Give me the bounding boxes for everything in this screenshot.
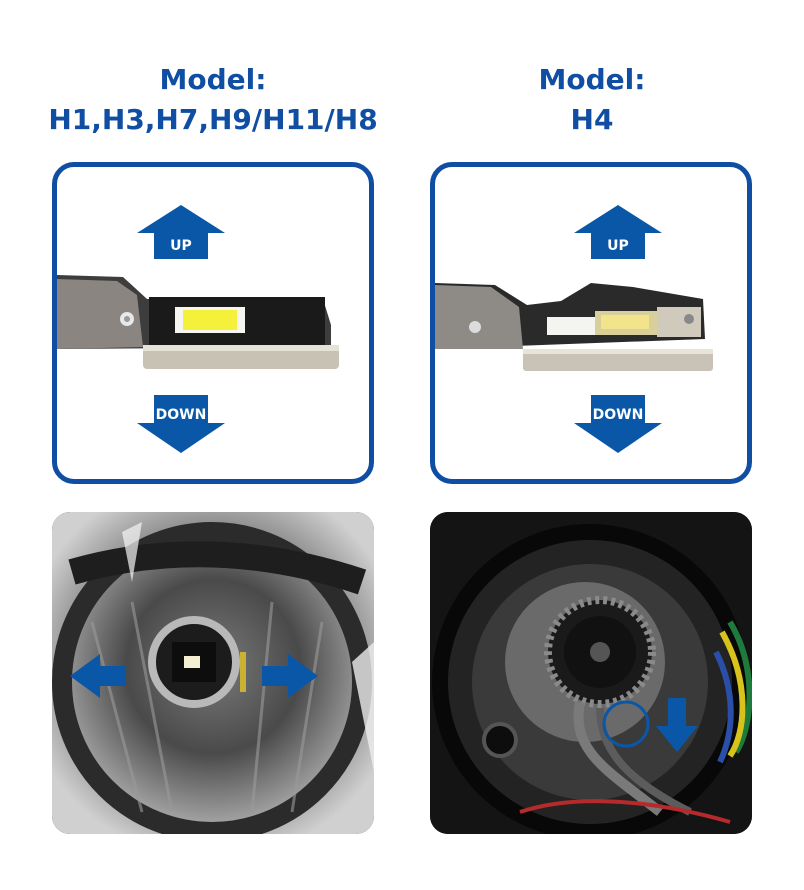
arrow-right-icon [262, 654, 318, 698]
bulb-illustration [435, 283, 713, 371]
down-label: DOWN [593, 407, 644, 423]
model-list: H4 [570, 103, 614, 136]
bulb-illustration [57, 275, 339, 369]
model-title-right: Model: H4 [432, 60, 752, 140]
model-list: H1,H3,H7,H9/H11/H8 [48, 103, 378, 136]
arrow-down-icon: DOWN [137, 395, 225, 453]
arrow-up-icon: UP [574, 205, 662, 259]
arrow-left-icon [70, 654, 126, 698]
bulb-orientation-diagram-right: UP DOWN [430, 162, 752, 484]
fan-icon [544, 596, 656, 708]
bulb-orientation-diagram-left: UP DOWN [52, 162, 374, 484]
arrow-down-icon: DOWN [574, 395, 662, 453]
model-title-left: Model: H1,H3,H7,H9/H11/H8 [40, 60, 386, 140]
model-label: Model: [159, 63, 267, 96]
model-label: Model: [538, 63, 646, 96]
up-label: UP [607, 238, 629, 254]
down-label: DOWN [156, 407, 207, 423]
up-label: UP [170, 238, 192, 254]
installed-bulb-photo-right [430, 512, 752, 834]
installed-bulb-photo-left [52, 512, 374, 834]
arrow-down-icon [656, 698, 698, 752]
arrow-up-icon: UP [137, 205, 225, 259]
